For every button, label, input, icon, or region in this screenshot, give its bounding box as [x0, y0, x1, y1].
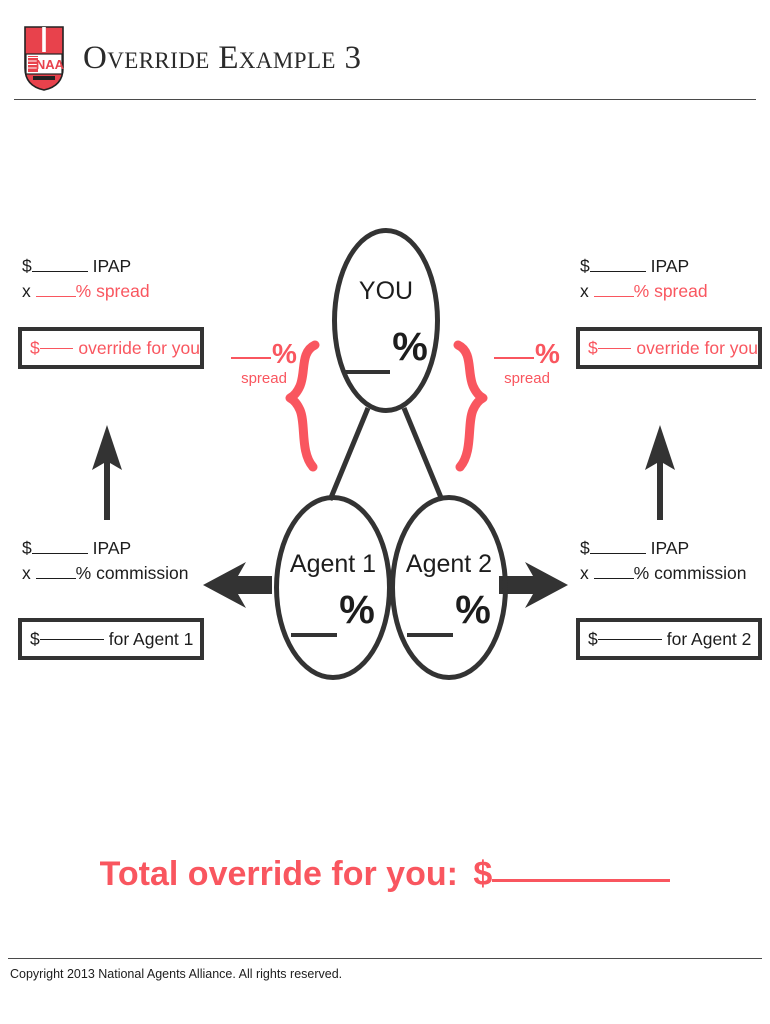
result-bottom-left-label: for Agent 1 [108, 628, 194, 649]
calc-block-bottom-right: $ IPAP x % commission [580, 536, 746, 586]
result-bottom-right-dollar-sign: $ [588, 628, 598, 649]
spread-left-caption: spread [241, 370, 287, 387]
result-top-left-dollar-sign: $ [30, 337, 40, 358]
top-right-ipap-label: IPAP [650, 256, 690, 276]
top-right-percent-symbol: % [633, 281, 650, 301]
result-top-left-blank [39, 347, 74, 349]
result-top-right-dollar-sign: $ [588, 337, 598, 358]
node-you-label: YOU [358, 277, 414, 305]
connector-you-to-agent2 [401, 407, 445, 501]
bottom-right-commission-line: x % commission [580, 561, 746, 586]
bottom-left-ipap-blank [31, 553, 88, 554]
node-you-percent: % [337, 327, 435, 374]
spread-annotation-left: % spread [224, 340, 304, 386]
node-agent2-label: Agent 2 [405, 550, 493, 578]
result-bottom-left-dollar-sign: $ [30, 628, 40, 649]
top-left-multiply-sign: x [22, 281, 31, 301]
connector-you-to-agent1 [327, 407, 371, 501]
total-override-label: Total override for you: [99, 855, 458, 893]
spread-right-caption: spread [504, 370, 550, 387]
result-top-right-label: override for you [636, 337, 758, 358]
top-left-ipap-label: IPAP [92, 256, 132, 276]
top-right-ipap-line: $ IPAP [580, 254, 708, 279]
node-agent1: Agent 1 % [274, 495, 392, 680]
node-agent1-percent: % [279, 590, 387, 637]
top-left-ipap-line: $ IPAP [22, 254, 150, 279]
node-agent1-percent-blank [291, 633, 338, 637]
result-bottom-right-label: for Agent 2 [666, 628, 752, 649]
top-right-dollar-sign: $ [580, 256, 590, 276]
node-you-percent-blank [344, 370, 391, 374]
spread-right-blank [494, 357, 535, 359]
bottom-right-dollar-sign: $ [580, 538, 590, 558]
top-left-spread-blank [35, 296, 76, 297]
bottom-right-multiply-sign: x [580, 563, 589, 583]
footer-copyright: Copyright 2013 National Agents Alliance.… [10, 967, 343, 981]
result-top-left-label: override for you [78, 337, 200, 358]
page-title: Override Example 3 [83, 40, 362, 76]
spread-left-percent: % [224, 340, 304, 368]
top-left-ipap-blank [31, 271, 88, 272]
node-agent2: Agent 2 % [390, 495, 508, 680]
calc-block-bottom-left: $ IPAP x % commission [22, 536, 188, 586]
calc-block-top-left: $ IPAP x % spread [22, 254, 150, 304]
node-you: YOU % [332, 228, 440, 413]
bottom-left-multiply-sign: x [22, 563, 31, 583]
spread-left-blank [231, 357, 272, 359]
bottom-left-ipap-line: $ IPAP [22, 536, 188, 561]
spread-left-percent-symbol: % [272, 338, 297, 369]
page-header: NAA Override Example 3 [0, 0, 770, 104]
top-right-spread-label: spread [654, 281, 708, 301]
node-agent2-percent-symbol: % [455, 588, 491, 632]
naa-shield-logo-icon: NAA [20, 24, 68, 92]
spread-right-percent-symbol: % [535, 338, 560, 369]
calc-block-top-right: $ IPAP x % spread [580, 254, 708, 304]
node-agent2-percent: % [395, 590, 503, 637]
bottom-left-commission-blank [35, 578, 76, 579]
top-right-spread-line: x % spread [580, 279, 708, 304]
top-left-spread-line: x % spread [22, 279, 150, 304]
bottom-left-commission-line: x % commission [22, 561, 188, 586]
result-box-bottom-left: $ for Agent 1 [18, 618, 204, 660]
result-box-top-left: $ override for you [18, 327, 204, 369]
top-left-percent-symbol: % [75, 281, 92, 301]
bottom-left-dollar-sign: $ [22, 538, 32, 558]
arrow-right-icon [499, 562, 568, 608]
bottom-right-ipap-blank [589, 553, 646, 554]
bottom-left-percent-symbol: % [75, 563, 92, 583]
result-bottom-right-blank [597, 638, 662, 640]
result-box-top-right: $ override for you [576, 327, 762, 369]
arrow-up-icon-right [645, 425, 675, 520]
bottom-right-commission-label: commission [654, 563, 747, 583]
footer-divider [8, 958, 762, 959]
bottom-left-ipap-label: IPAP [92, 538, 132, 558]
total-override-blank [492, 879, 671, 882]
bottom-right-ipap-line: $ IPAP [580, 536, 746, 561]
arrow-up-icon-left [92, 425, 122, 520]
bottom-right-commission-blank [593, 578, 634, 579]
node-agent2-percent-blank [407, 633, 454, 637]
svg-text:NAA: NAA [36, 57, 65, 72]
header-divider [14, 99, 756, 100]
result-top-right-blank [597, 347, 632, 349]
top-right-ipap-blank [589, 271, 646, 272]
total-override-line: Total override for you: $ [0, 855, 770, 894]
node-agent1-label: Agent 1 [289, 550, 377, 578]
result-box-bottom-right: $ for Agent 2 [576, 618, 762, 660]
bottom-right-ipap-label: IPAP [650, 538, 690, 558]
spread-right-percent: % [487, 340, 567, 368]
node-you-percent-symbol: % [392, 325, 428, 369]
arrow-left-icon [203, 562, 272, 608]
top-left-dollar-sign: $ [22, 256, 32, 276]
spread-annotation-right: % spread [487, 340, 567, 386]
top-left-spread-label: spread [96, 281, 150, 301]
result-bottom-left-blank [39, 638, 104, 640]
bottom-right-percent-symbol: % [633, 563, 650, 583]
bottom-left-commission-label: commission [96, 563, 189, 583]
node-agent1-percent-symbol: % [339, 588, 375, 632]
curly-brace-left-icon [453, 340, 488, 472]
total-override-dollar-sign: $ [473, 855, 493, 893]
top-right-multiply-sign: x [580, 281, 589, 301]
top-right-spread-blank [593, 296, 634, 297]
